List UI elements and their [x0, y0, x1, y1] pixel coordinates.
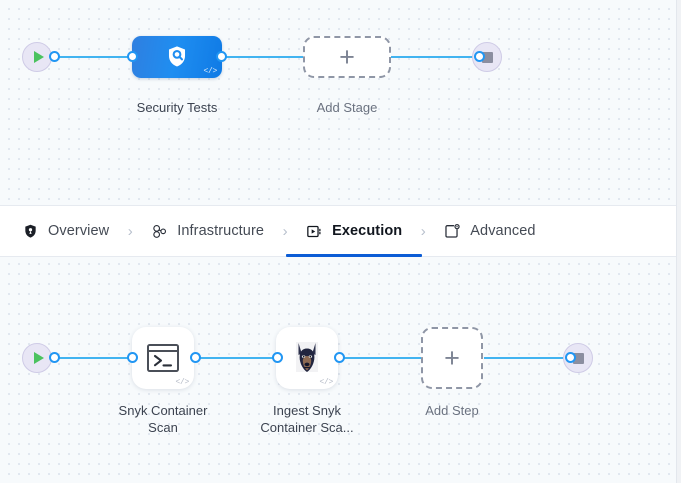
- edge-start-to-snyk-container-scan: [48, 357, 133, 359]
- tab-separator-chevron-icon-2: ›: [282, 222, 288, 240]
- security-tests-output-port[interactable]: [216, 51, 227, 62]
- stop-icon: [572, 352, 584, 364]
- edge-add-stage-to-end: [386, 56, 480, 58]
- add-stage-button[interactable]: +: [303, 36, 391, 78]
- snyk-scan-input-port[interactable]: [127, 352, 138, 363]
- shield-search-icon: [168, 46, 186, 67]
- tab-infrastructure-label: Infrastructure: [177, 223, 265, 239]
- step-label-snyk-container-scan: Snyk Container Scan: [118, 403, 208, 435]
- pipeline-section-tabs[interactable]: Overview › Infrastructure › Execution: [0, 205, 681, 257]
- execution-play-box-icon: [307, 225, 321, 237]
- canvas-right-scroll-rail[interactable]: [676, 0, 681, 483]
- plus-icon: +: [339, 41, 355, 72]
- step-start-output-port[interactable]: [49, 352, 60, 363]
- start-output-port[interactable]: [49, 51, 60, 62]
- tab-execution[interactable]: Execution: [286, 207, 423, 257]
- shield-icon: [25, 224, 36, 238]
- play-icon: [33, 51, 44, 63]
- step-canvas[interactable]: </> Snyk Container Scan </> Inge: [0, 255, 681, 483]
- ingest-snyk-input-port[interactable]: [272, 352, 283, 363]
- step-end-input-port[interactable]: [565, 352, 576, 363]
- advanced-gear-card-icon: [445, 223, 460, 238]
- stop-icon: [481, 51, 493, 63]
- tab-overview-label: Overview: [48, 223, 110, 239]
- step-group-start-node[interactable]: [22, 343, 52, 373]
- security-tests-input-port[interactable]: [127, 51, 138, 62]
- terminal-icon: [147, 344, 179, 372]
- step-node-ingest-snyk-container-scan[interactable]: </>: [276, 327, 338, 389]
- tab-infrastructure[interactable]: Infrastructure: [147, 207, 268, 256]
- edge-ingest-to-add-step: [340, 357, 422, 359]
- edge-add-step-to-end: [484, 357, 571, 359]
- edge-snyk-scan-to-ingest: [195, 357, 278, 359]
- pipeline-start-node[interactable]: [22, 42, 52, 72]
- snyk-doberman-logo-icon: [296, 342, 318, 372]
- add-step-button[interactable]: +: [421, 327, 483, 389]
- tab-separator-chevron-icon-3: ›: [420, 222, 426, 240]
- edge-security-tests-to-add-stage: [215, 56, 311, 58]
- step-code-badge-2: </>: [319, 378, 333, 387]
- active-tab-indicator: [286, 253, 423, 257]
- stage-code-badge: </>: [203, 67, 217, 76]
- plus-icon: +: [444, 342, 460, 373]
- ingest-snyk-output-port[interactable]: [334, 352, 345, 363]
- add-step-label: Add Step: [425, 403, 479, 418]
- step-code-badge: </>: [175, 378, 189, 387]
- stage-node-security-tests[interactable]: </>: [132, 36, 222, 78]
- play-icon: [33, 352, 44, 364]
- tab-advanced-label: Advanced: [470, 223, 536, 239]
- infrastructure-nodes-icon: [153, 224, 167, 238]
- step-node-snyk-container-scan[interactable]: </>: [132, 327, 194, 389]
- step-label-ingest-snyk-container-scan: Ingest Snyk Container Sca...: [260, 403, 354, 435]
- edge-start-to-security-tests: [48, 56, 140, 58]
- tab-overview[interactable]: Overview: [18, 207, 113, 256]
- end-input-port[interactable]: [474, 51, 485, 62]
- stage-label-security-tests: Security Tests: [136, 100, 218, 115]
- snyk-scan-output-port[interactable]: [190, 352, 201, 363]
- add-stage-label: Add Stage: [316, 100, 378, 115]
- stage-canvas[interactable]: </> Security Tests + Add Stage: [0, 0, 681, 205]
- tab-separator-chevron-icon: ›: [127, 222, 133, 240]
- tab-execution-label: Execution: [332, 223, 403, 239]
- tab-advanced[interactable]: Advanced: [440, 207, 539, 256]
